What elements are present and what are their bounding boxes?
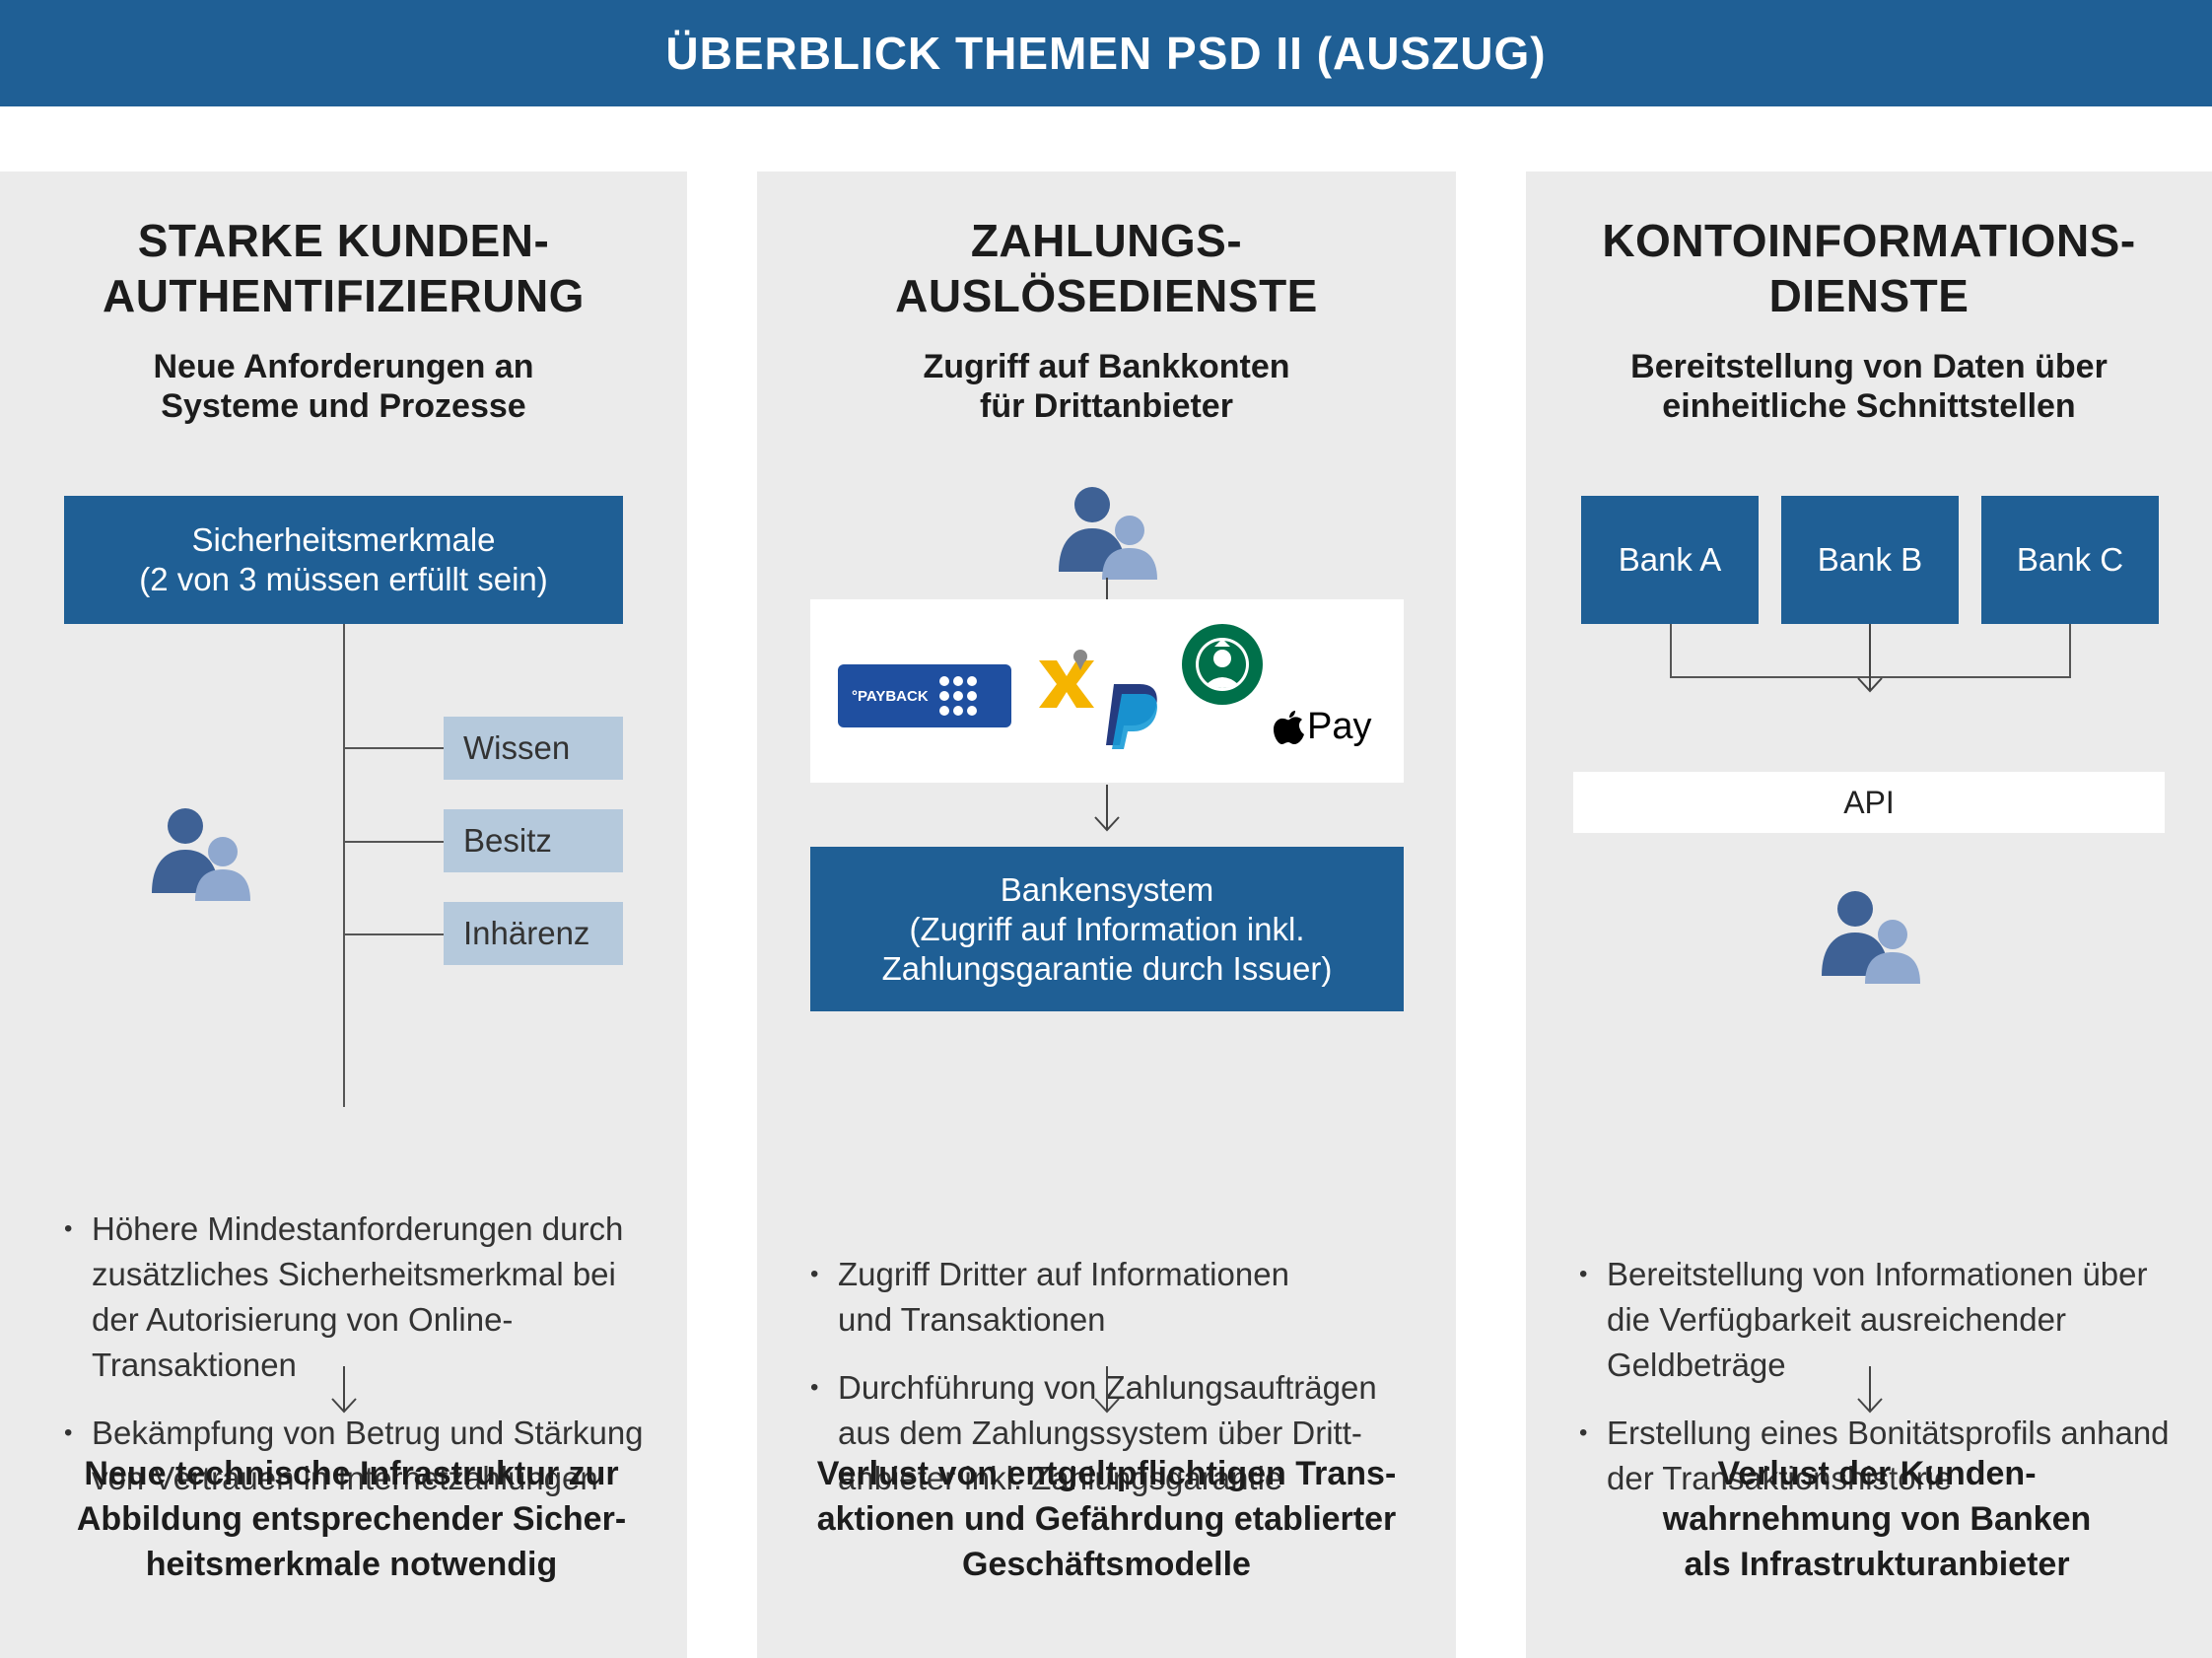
api-box: API (1573, 772, 2165, 833)
arrow-down-icon (1092, 785, 1122, 834)
column-subtitle: Zugriff auf Bankkonten für Drittanbieter (923, 348, 1290, 425)
tree-connector (343, 624, 345, 1107)
paypal-logo (1106, 684, 1157, 749)
payback-dots-icon (938, 676, 977, 716)
arrow-down-icon (1855, 1366, 1885, 1416)
users-icon (1055, 481, 1163, 580)
bank-a-box: Bank A (1581, 496, 1759, 624)
column-strong-authentication: STARKE KUNDEN- AUTHENTIFIZIERUNG Neue An… (0, 172, 687, 1658)
page-title: ÜBERBLICK THEMEN PSD II (AUSZUG) (665, 28, 1547, 79)
tree-connector (343, 933, 444, 935)
conclusion-text: Neue technische Infrastruktur zur Abbild… (76, 1455, 627, 1583)
column-payment-initiation: ZAHLUNGS- AUSLÖSEDIENSTE Zugriff auf Ban… (757, 172, 1456, 1658)
x-brand-logo (1039, 650, 1094, 708)
arrow-down-icon (329, 1366, 359, 1416)
bank-b-box: Bank B (1781, 496, 1959, 624)
factor-knowledge: Wissen (444, 717, 623, 780)
column-account-information: KONTOINFORMATIONS- DIENSTE Bereitstellun… (1526, 172, 2212, 1658)
bullet-list: Höhere Mindestanforderungen durch zusätz… (64, 1207, 675, 1524)
banking-system-box: Bankensystem (Zugriff auf Information in… (810, 847, 1404, 1011)
header-bar: ÜBERBLICK THEMEN PSD II (AUSZUG) (0, 0, 2212, 106)
conclusion-text: Verlust von entgeltpflichtigen Trans- ak… (816, 1455, 1397, 1583)
column-title: STARKE KUNDEN- AUTHENTIFIZIERUNG (103, 215, 585, 321)
factor-possession: Besitz (444, 809, 623, 872)
list-item: Bereitstellung von Informationen über di… (1579, 1252, 2212, 1388)
users-icon (1818, 885, 1926, 984)
column-subtitle: Bereitstellung von Daten über einheitlic… (1630, 348, 2108, 425)
list-item: Zugriff Dritter auf Informationen und Tr… (810, 1252, 1441, 1343)
factor-inherence: Inhärenz (444, 902, 623, 965)
list-item: Erstellung eines Bonitätsprofils anhand … (1579, 1411, 2212, 1501)
security-features-box: Sicherheitsmerkmale (2 von 3 müssen erfü… (64, 496, 623, 624)
tree-connector (343, 747, 444, 749)
starbucks-logo (1182, 624, 1263, 705)
arrow-down-icon (1092, 1366, 1122, 1416)
column-title: KONTOINFORMATIONS- DIENSTE (1602, 215, 2136, 321)
connector-line (1670, 624, 1672, 678)
bank-c-box: Bank C (1981, 496, 2159, 624)
list-item: Höhere Mindestanforderungen durch zusätz… (64, 1207, 675, 1388)
apple-pay-logo: Pay (1274, 706, 1371, 748)
column-subtitle: Neue Anforderungen an Systeme und Prozes… (153, 348, 534, 425)
column-title: ZAHLUNGS- AUSLÖSEDIENSTE (895, 215, 1318, 321)
bullet-list: Bereitstellung von Informationen über di… (1579, 1252, 2212, 1524)
conclusion-text: Verlust der Kunden- wahrnehmung von Bank… (1662, 1455, 2092, 1583)
tree-connector (343, 841, 444, 843)
connector-line (2069, 624, 2071, 678)
payback-logo: °PAYBACK (838, 664, 1011, 727)
users-icon (148, 802, 256, 901)
arrow-down-icon (1857, 624, 1883, 693)
list-item: Bekämpfung von Betrug und Stärkung von V… (64, 1411, 675, 1501)
third-party-logos-panel: °PAYBACK (810, 599, 1404, 783)
apple-icon (1274, 710, 1304, 744)
